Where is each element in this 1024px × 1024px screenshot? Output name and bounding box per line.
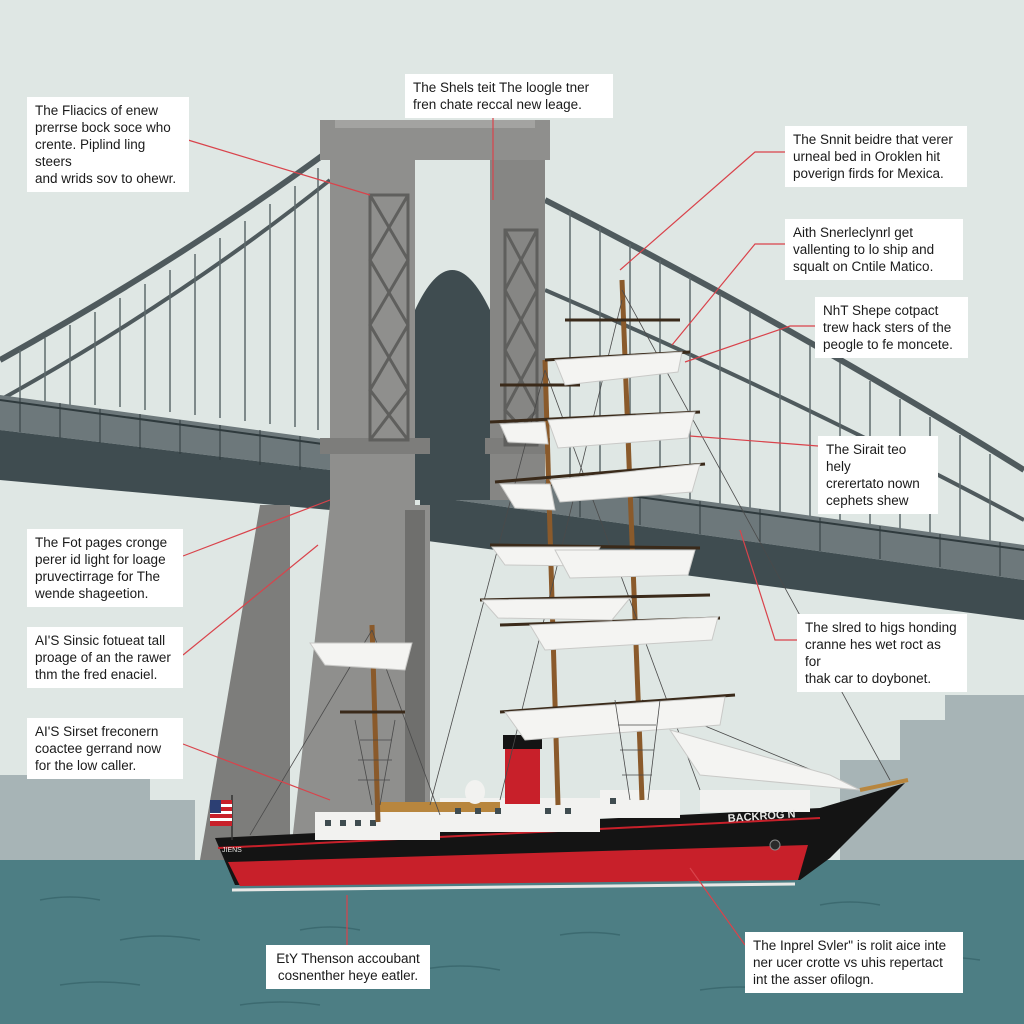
callout-line: ner ucer crotte vs uhis repertact [753, 955, 943, 970]
callout-box: The slred to higs honding cranne hes wet… [797, 614, 967, 692]
callout-line: poverign firds for Mexica. [793, 166, 944, 181]
ship-stern-text: JIENS [222, 847, 242, 854]
callout-line: The Snnit beidre that verer [793, 132, 953, 147]
callout-line: The Sirait teo hely [826, 442, 907, 474]
callout-line: pruvectirrage for The [35, 569, 161, 584]
callout-box: AI'S Sinsic fotueat tall proage of an th… [27, 627, 183, 688]
callout-line: urneal bed in Oroklen hit [793, 149, 941, 164]
callout-box: EtY Thenson accoubant cosnenther heye ea… [266, 945, 430, 989]
sailing-steamship [215, 279, 909, 892]
callout-box: AI'S Sirset freconern coactee gerrand no… [27, 718, 183, 779]
callout-line: NhT Shepe cotpact [823, 303, 939, 318]
callout-box: The Fot pages cronge perer id light for … [27, 529, 183, 607]
callout-line: trew hack sters of the [823, 320, 952, 335]
callout-box: The Snnit beidre that verer urneal bed i… [785, 126, 967, 187]
callout-line: fren chate reccal new leage. [413, 97, 582, 112]
callout-box: The Sirait teo hely crerertato nown ceph… [818, 436, 938, 514]
callout-line: proage of an the rawer [35, 650, 171, 665]
callout-line: crente. Piplind ling steers [35, 137, 146, 169]
callout-line: peogle to fe moncete. [823, 337, 953, 352]
callout-line: and wrids sov to ohewr. [35, 171, 177, 186]
callout-line: coactee gerrand now [35, 741, 162, 756]
callout-line: crerertato nown [826, 476, 920, 491]
callout-box: NhT Shepe cotpact trew hack sters of the… [815, 297, 968, 358]
callout-line: The slred to higs honding [805, 620, 957, 635]
us-flag-icon [210, 795, 233, 840]
ship-hull-red [228, 845, 808, 886]
callout-line: The Shels teit The loogle tner [413, 80, 590, 95]
callout-line: thm the fred enaciel. [35, 667, 158, 682]
callout-box: The Shels teit The loogle tner fren chat… [405, 74, 613, 118]
city-skyline [0, 695, 1024, 870]
callout-line: The Inprel Svler" is rolit aice inte [753, 938, 947, 953]
callout-box: The Inprel Svler" is rolit aice inte ner… [745, 932, 963, 993]
left-suspension-cables [0, 147, 332, 402]
callout-line: Aith Snerleclynrl get [793, 225, 914, 240]
callout-line: AI'S Sinsic fotueat tall [35, 633, 166, 648]
callout-box: Aith Snerleclynrl get vallenting to lo s… [785, 219, 963, 280]
callout-line: cosnenther heye eatler. [277, 968, 419, 983]
callout-line: vallenting to lo ship and [793, 242, 935, 257]
left-hangers [19, 168, 319, 430]
callout-line: The Fliacics of enew [35, 103, 159, 118]
ship-hull-name: BACKROG N [727, 808, 796, 825]
callout-line: cephets shew [826, 493, 909, 508]
leader-lines [182, 112, 819, 946]
ship-sails [309, 351, 861, 791]
callout-line: squalt on Cntile Matico. [793, 259, 934, 274]
callout-line: AI'S Sirset freconern [35, 724, 159, 739]
callout-line: for the low caller. [35, 758, 137, 773]
callout-line: The Fot pages cronge [35, 535, 168, 550]
bridge-tower [200, 120, 550, 860]
callout-line: int the asser ofilogn. [753, 972, 874, 987]
callout-line: wende shageetion. [35, 586, 149, 601]
callout-line: thak car to doybonet. [805, 671, 932, 686]
callout-line: cranne hes wet roct as for [805, 637, 941, 669]
callout-line: perer id light for loage [35, 552, 166, 567]
left-bridge-deck [0, 395, 331, 510]
callout-box: The Fliacics of enew prerrse bock soce w… [27, 97, 189, 192]
callout-line: prerrse bock soce who [35, 120, 171, 135]
callout-line: EtY Thenson accoubant [276, 951, 420, 966]
